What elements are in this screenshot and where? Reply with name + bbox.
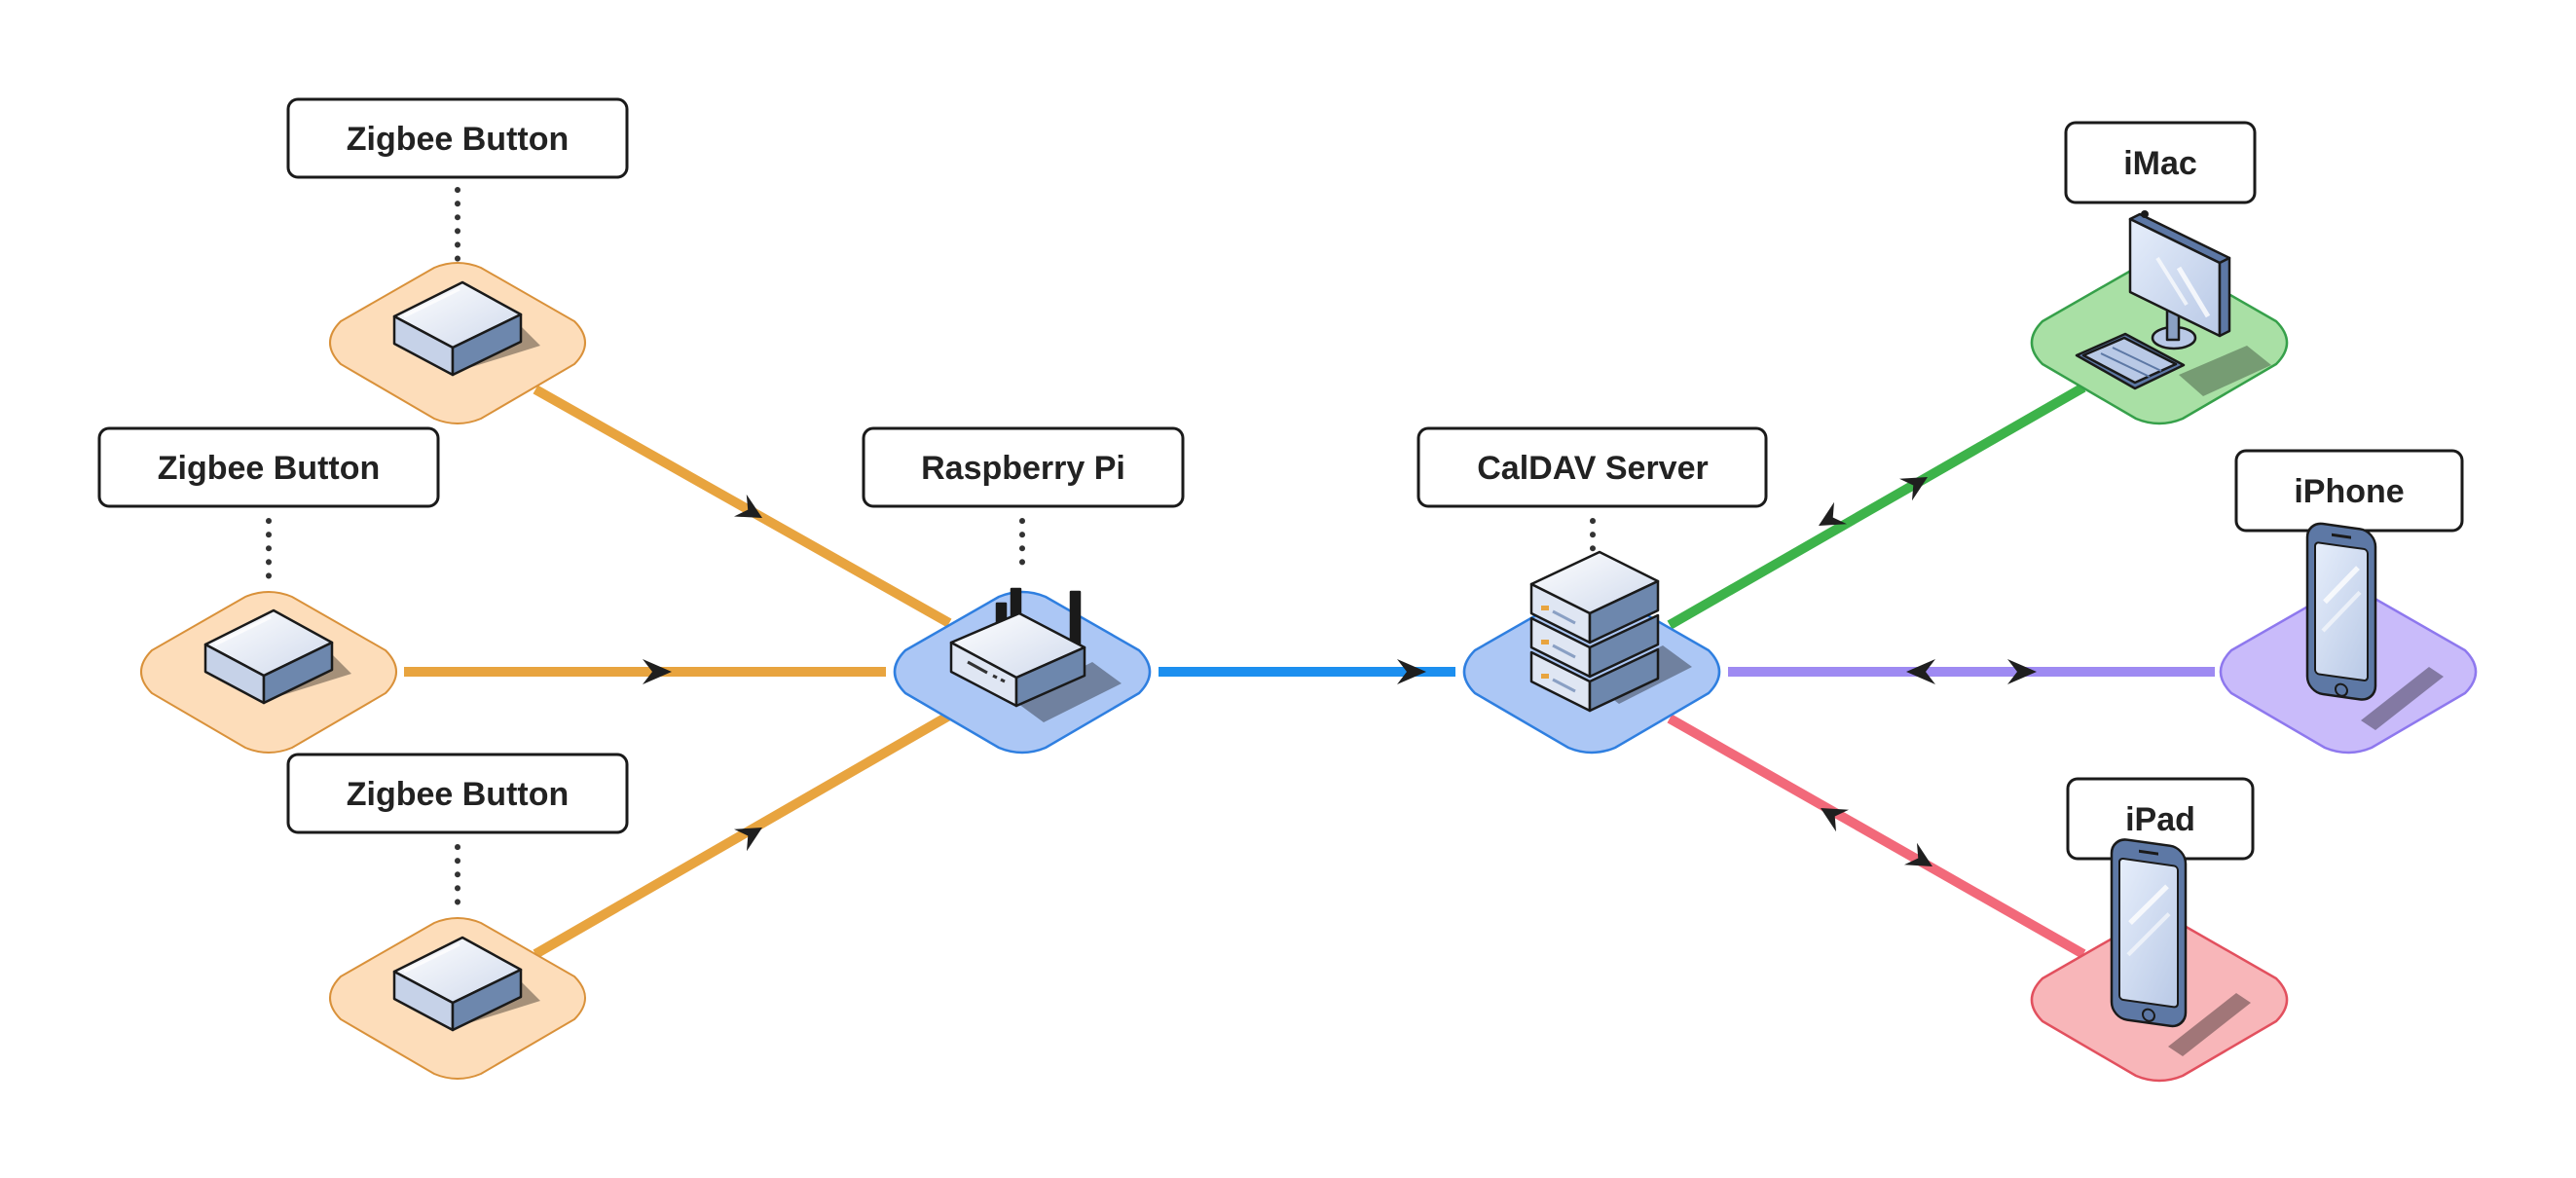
- link-caldav-to-ipad: [1667, 714, 2086, 959]
- node-iphone[interactable]: iPhone: [2219, 449, 2478, 755]
- node-zigbee-button-3[interactable]: Zigbee Button: [286, 753, 629, 1080]
- zigbee-button-1-label-box: [286, 97, 629, 179]
- ipad-label: iPad: [2125, 801, 2195, 838]
- arrow-imac-toward-imac: [1898, 477, 1928, 501]
- node-raspberry-pi[interactable]: Raspberry Pi: [862, 426, 1185, 755]
- arrow-ipad-toward-caldav: [1821, 808, 1850, 832]
- arrow-iphone-toward-caldav: [1906, 659, 1935, 684]
- link-zigbee-3-to-pi: [533, 711, 952, 959]
- node-zigbee-button-1[interactable]: Zigbee Button: [286, 97, 629, 424]
- arrow-iphone-toward-iphone: [2007, 659, 2037, 684]
- iphone-label: iPhone: [2294, 473, 2404, 510]
- caldav-server-label: CalDAV Server: [1477, 450, 1709, 487]
- node-imac[interactable]: iMac: [2030, 121, 2289, 425]
- arrow-ipad-toward-ipad: [1903, 842, 1932, 866]
- node-caldav-server[interactable]: CalDAV Server: [1417, 426, 1768, 755]
- caldav-server-label-box: [1417, 426, 1768, 508]
- node-ipad[interactable]: iPad: [2030, 777, 2289, 1083]
- raspberry-pi-label-box: [862, 426, 1185, 508]
- link-zigbee-1-to-pi: [533, 385, 952, 628]
- arrow-zigbee-1-forward: [733, 494, 762, 518]
- zigbee-button-1-label: Zigbee Button: [347, 121, 570, 158]
- zigbee-button-3-label: Zigbee Button: [347, 776, 570, 813]
- zigbee-button-2-label-box: [97, 426, 440, 508]
- links-layer: [404, 383, 2215, 959]
- arrow-zigbee-3-forward: [733, 828, 762, 852]
- arrow-pi-to-caldav-forward: [1397, 659, 1426, 684]
- arrows-layer: [643, 477, 2037, 866]
- imac-label: iMac: [2123, 145, 2197, 182]
- node-zigbee-button-2[interactable]: Zigbee Button: [97, 426, 440, 754]
- imac-label-box: [2064, 121, 2257, 204]
- arrow-imac-toward-caldav: [1819, 501, 1848, 526]
- arrow-zigbee-2-forward: [643, 659, 672, 684]
- zigbee-button-2-label: Zigbee Button: [158, 450, 381, 487]
- link-caldav-to-imac: [1667, 383, 2086, 630]
- zigbee-button-3-label-box: [286, 753, 629, 834]
- raspberry-pi-label: Raspberry Pi: [921, 450, 1125, 487]
